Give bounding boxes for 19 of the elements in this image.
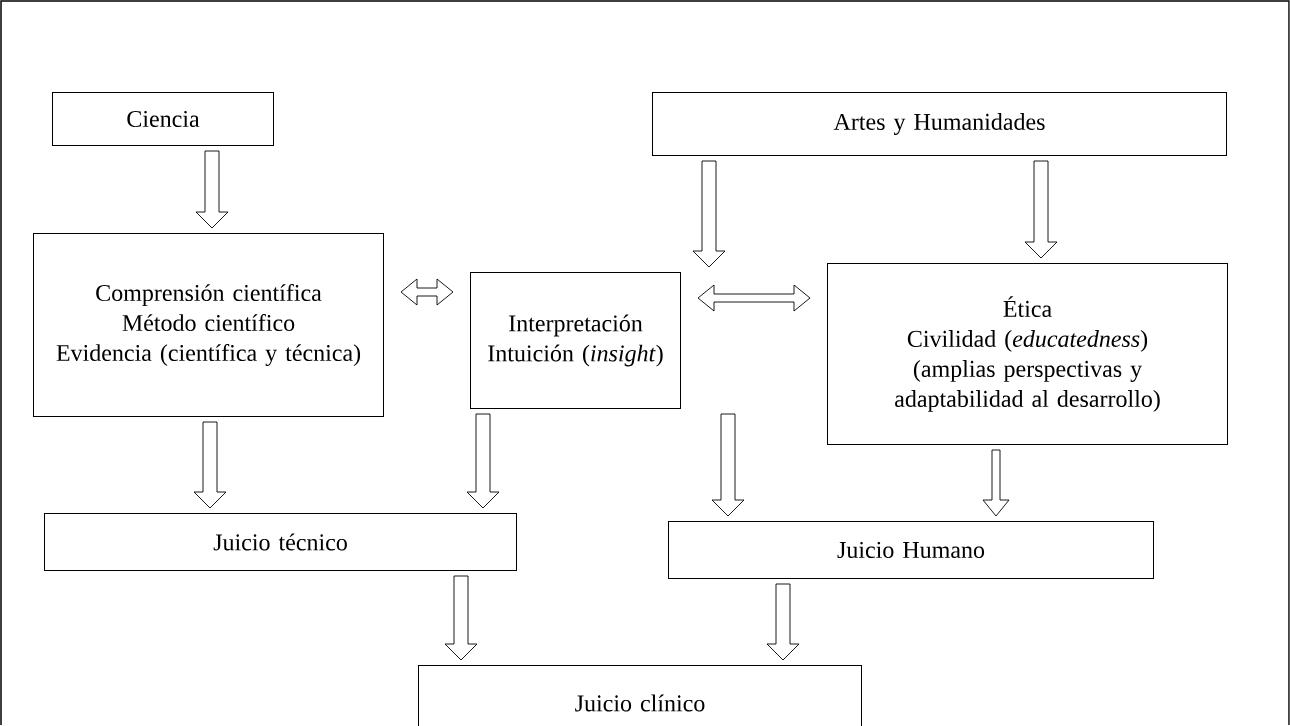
text-box: Artes y Humanidades — [652, 92, 1227, 156]
hollow-arrow — [466, 413, 500, 509]
hollow-arrow — [1024, 160, 1058, 259]
hollow-arrow — [982, 449, 1010, 517]
hollow-arrow — [711, 413, 745, 517]
text-box: Juicio clínico — [418, 665, 862, 726]
hollow-arrow — [193, 421, 227, 509]
hollow-arrow — [444, 575, 478, 661]
hollow-arrow — [692, 160, 726, 268]
text-box: Juicio técnico — [44, 513, 517, 571]
text-box: Juicio Humano — [668, 521, 1154, 579]
text-box: Interpretación Intuición (insight) — [470, 272, 681, 409]
text-box: Comprensión científica Método científico Evidencia (científica y técnica) — [33, 233, 384, 417]
hollow-arrow — [697, 284, 811, 312]
hollow-arrow — [195, 150, 229, 229]
text-box: Ciencia — [52, 92, 274, 146]
hollow-arrow — [400, 278, 454, 306]
hollow-arrow — [766, 583, 800, 661]
text-box: Ética Civilidad (educatedness) (amplias perspectivas y adaptabilidad al desarrollo) — [827, 263, 1228, 445]
